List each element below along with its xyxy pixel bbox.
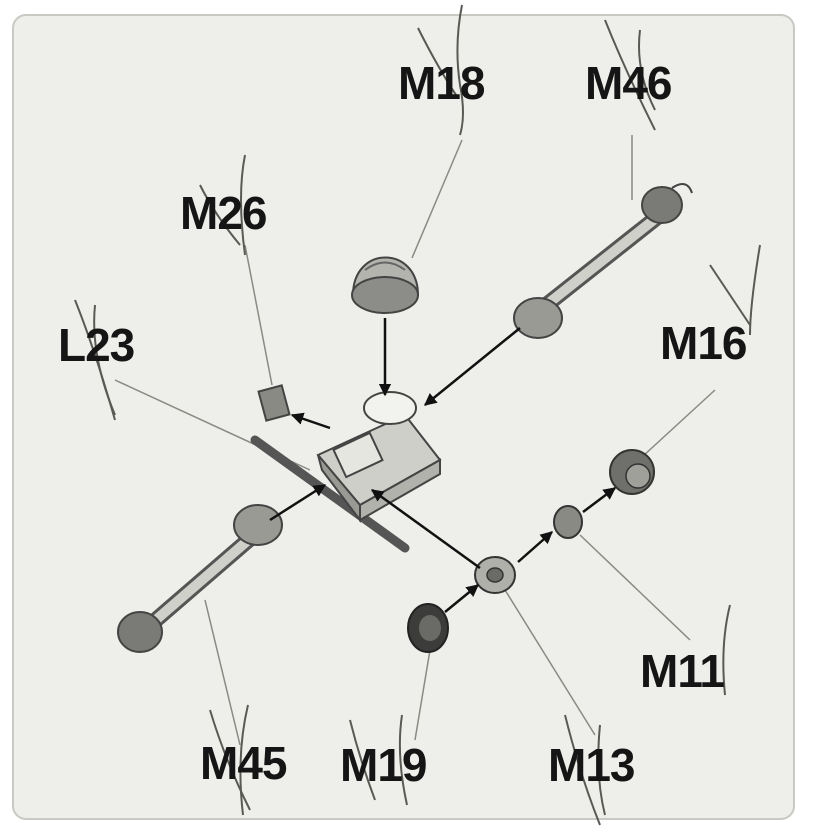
leader-lines: [114, 135, 716, 746]
part-m13-bearing: [474, 556, 516, 594]
label-m18: M18: [398, 57, 485, 109]
part-m46-shaft: [513, 183, 693, 339]
label-m16: M16: [660, 317, 747, 369]
label-m19: M19: [340, 739, 427, 791]
label-l23: L23: [58, 319, 135, 371]
label-m46: M46: [585, 57, 672, 109]
label-m26: M26: [180, 187, 267, 239]
handwritten-marks: [74, 4, 761, 826]
part-m11-washer: [553, 505, 583, 539]
part-m19-cap: [407, 603, 449, 653]
assembly-arrows: [269, 318, 616, 613]
part-m18-cap: [351, 256, 420, 314]
part-m16-gear: [609, 449, 655, 495]
label-m13: M13: [548, 739, 635, 791]
part-m26-clip: [257, 384, 291, 422]
part-m45-shaft: [117, 504, 283, 653]
label-m11: M11: [640, 645, 725, 697]
gearbox-housing: [250, 391, 442, 553]
label-m45: M45: [200, 737, 287, 789]
